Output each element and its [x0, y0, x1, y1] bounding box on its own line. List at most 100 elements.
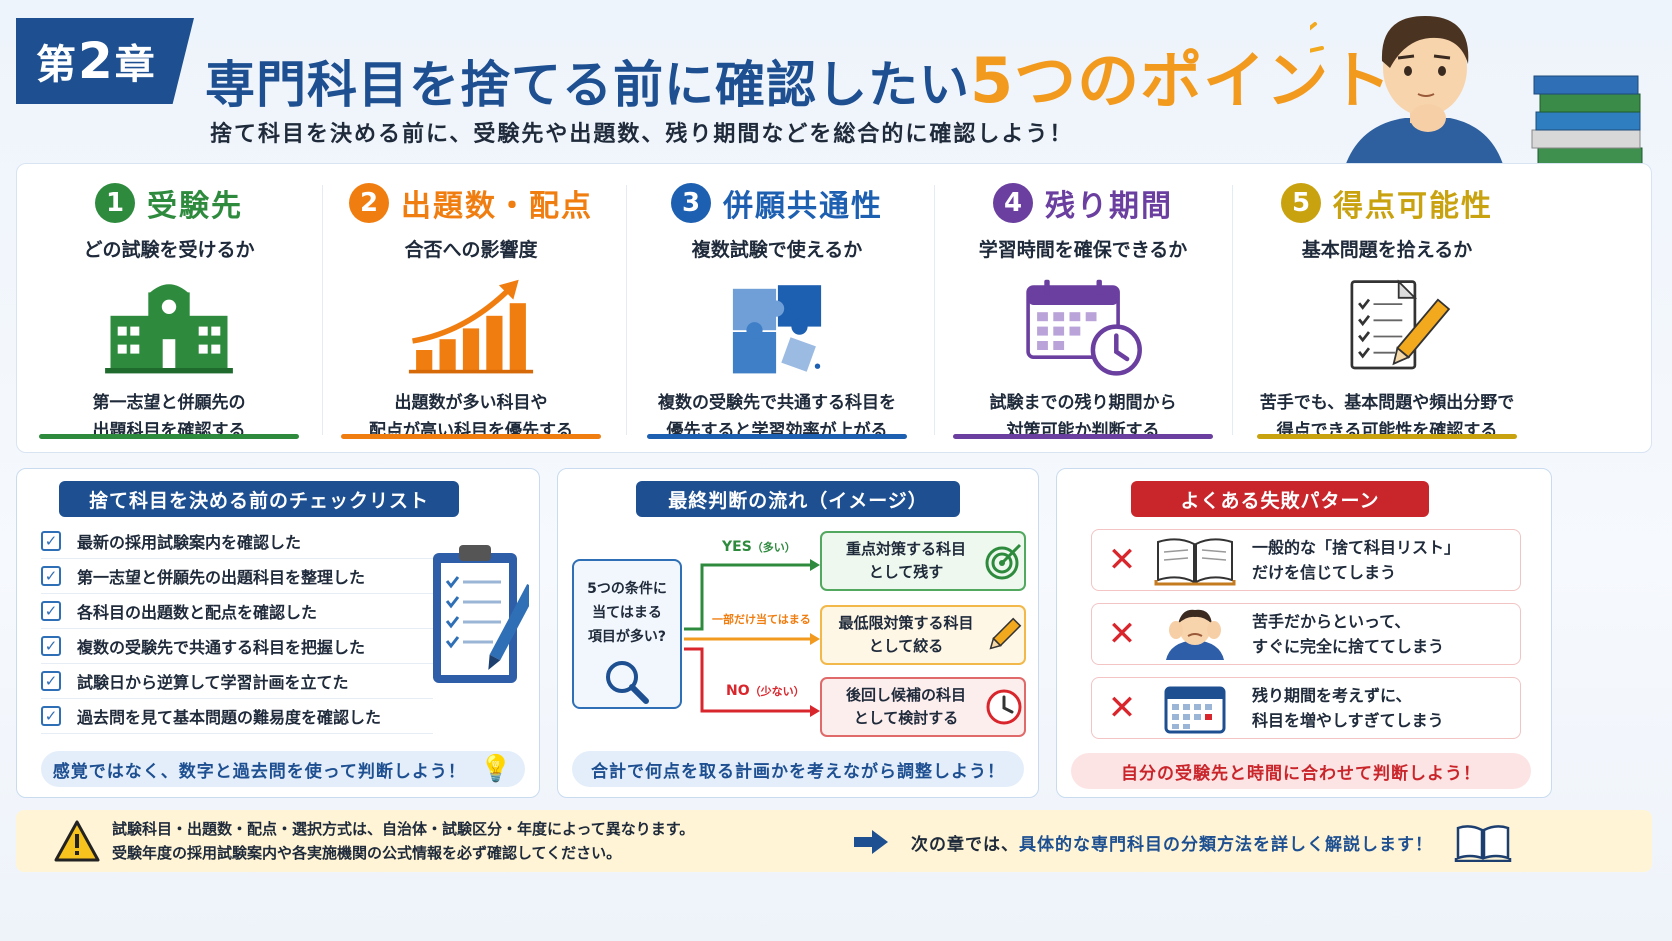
mistake-text: 苦手だからといって、 すぐに完全に捨ててしまう [1252, 609, 1444, 659]
next-emphasis: 具体的な専門科目の分類方法を詳しく解説します！ [1019, 835, 1433, 855]
checklist-item[interactable]: ✓ 最新の採用試験案内を確認した [41, 524, 433, 559]
no-text: NO [726, 683, 750, 699]
divider [626, 185, 627, 435]
mistake-line: だけを信じてしまう [1252, 563, 1397, 582]
checklist-item[interactable]: ✓ 第一志望と併願先の出題科目を整理した [41, 559, 433, 594]
mistakes-tip: 自分の受験先と時間に合わせて判断しよう！ [1071, 753, 1531, 789]
checklist-item-label: 各科目の出題数と配点を確認した [77, 603, 318, 622]
mistake-line: 苦手だからといって、 [1252, 612, 1411, 631]
mistake-text: 一般的な「捨て科目リスト」 だけを信じてしまう [1252, 535, 1460, 585]
book-icon [1454, 825, 1512, 862]
mistake-line: すぐに完全に捨ててしまう [1252, 637, 1445, 656]
checklist-tip: 感覚ではなく、数字と過去問を使って判断しよう！ 💡 [41, 751, 525, 787]
flow-result-line: として残す [868, 563, 944, 581]
desc-line: 優先すると学習効率が上がる [666, 421, 888, 441]
point-card-2: 2 出題数・配点 合否への影響度 出題数が多い科目や 配点が高い科目を優先する [316, 175, 626, 445]
clipboard-icon [433, 545, 529, 683]
point-header: 2 出題数・配点 [349, 180, 593, 225]
school-building-icon [105, 284, 233, 374]
desc-line: 複数の受験先で共通する科目を [658, 393, 896, 413]
calendar-clock-icon [1026, 279, 1142, 376]
checklist-pencil-icon [1350, 279, 1451, 370]
desc-line: 対策可能か判断する [1006, 421, 1160, 441]
cross-mark-icon: ✕ [1107, 688, 1137, 728]
checklist-item[interactable]: ✓ 各科目の出題数と配点を確認した [41, 594, 433, 629]
flow-panel: 最終判断の流れ（イメージ） 5つの条件に 当てはまる 項目が多い? YES（多い… [557, 468, 1039, 798]
point-underline [39, 434, 299, 439]
checklist-item-label: 過去問を見て基本問題の難易度を確認した [77, 708, 382, 727]
flow-no-label: NO（少ない） [726, 683, 805, 699]
divider [322, 185, 323, 435]
checkbox-checked-icon[interactable]: ✓ [41, 566, 61, 586]
mistake-line: 科目を増やしすぎてしまう [1252, 711, 1444, 730]
flow-tip: 合計で何点を取る計画かを考えながら調整しよう！ [572, 751, 1024, 787]
flow-arrows [684, 559, 820, 717]
clock-icon [986, 689, 1022, 725]
warning-icon [54, 820, 100, 862]
mistake-text: 残り期間を考えずに、 科目を増やしすぎてしまう [1252, 683, 1444, 733]
checkbox-checked-icon[interactable]: ✓ [41, 671, 61, 691]
cross-mark-icon: ✕ [1107, 540, 1137, 580]
desc-line: 出題科目を確認する [92, 421, 246, 441]
point-title: 得点可能性 [1333, 188, 1493, 224]
point-number-badge: 2 [349, 182, 389, 223]
point-card-4: 4 残り期間 学習時間を確保できるか 試験までの残り期間から 対策可能か判断する [928, 175, 1238, 445]
title-main: 専門科目を捨てる前に確認したい [205, 56, 970, 114]
cross-mark-icon: ✕ [1107, 614, 1137, 654]
checklist-item-label: 試験日から逆算して学習計画を立てた [77, 673, 349, 692]
title-highlight: 5つのポイント [970, 44, 1393, 117]
desc-line: 苦手でも、基本問題や頻出分野で [1259, 393, 1515, 413]
page-subtitle: 捨て科目を決める前に、受験先や出題数、残り期間などを総合的に確認しよう！ [210, 122, 1074, 147]
checkbox-checked-icon[interactable]: ✓ [41, 601, 61, 621]
flow-start-line: 当てはまる [592, 605, 662, 621]
magnifier-icon [606, 661, 649, 704]
point-underline [341, 434, 601, 439]
point-header: 5 得点可能性 [1281, 180, 1493, 225]
arrow-right-icon [854, 830, 888, 854]
point-title: 出題数・配点 [401, 188, 593, 224]
chapter-badge: 第 2 章 [16, 18, 194, 104]
checkbox-checked-icon[interactable]: ✓ [41, 706, 61, 726]
puzzle-icon [732, 285, 822, 374]
point-subtitle: 合否への影響度 [404, 239, 538, 261]
chapter-suffix: 章 [114, 42, 155, 88]
flow-result-line: として絞る [868, 637, 944, 655]
mistake-line: 残り期間を考えずに、 [1252, 686, 1412, 705]
target-icon [985, 543, 1022, 580]
point-number-badge: 3 [671, 182, 711, 223]
point-subtitle: 学習時間を確保できるか [978, 239, 1188, 261]
footer-note-line: 受験年度の採用試験案内や各実施機関の公式情報を必ず確認してください。 [112, 844, 622, 862]
desc-line: 出題数が多い科目や [394, 393, 548, 413]
divider [1232, 185, 1233, 435]
flow-result-minimum: 最低限対策する科目 として絞る [820, 605, 1026, 665]
checklist-item[interactable]: ✓ 試験日から逆算して学習計画を立てた [41, 664, 433, 699]
flow-result-line: 後回し候補の科目 [845, 686, 966, 704]
checklist-item[interactable]: ✓ 複数の受験先で共通する科目を把握した [41, 629, 433, 664]
yes-text: YES [722, 539, 752, 555]
point-title: 併願共通性 [723, 188, 883, 224]
checklist-tip-text: 感覚ではなく、数字と過去問を使って判断しよう！ [52, 761, 466, 782]
point-title: 受験先 [147, 188, 243, 224]
calendar-icon [1164, 686, 1226, 734]
desc-line: 得点できる可能性を確認する [1276, 421, 1498, 441]
point-number-badge: 1 [95, 182, 135, 223]
mistakes-title: よくある失敗パターン [1131, 481, 1429, 517]
footer-banner: 試験科目・出題数・配点・選択方式は、自治体・試験区分・年度によって異なります。 … [16, 810, 1652, 872]
point-header: 1 受験先 [95, 180, 243, 225]
checklist-item[interactable]: ✓ 過去問を見て基本問題の難易度を確認した [41, 699, 433, 734]
next-chapter-link[interactable]: 次の章では、具体的な専門科目の分類方法を詳しく解説します！ [911, 830, 1433, 855]
mistakes-panel: よくある失敗パターン ✕ 一般的な「捨て科目リスト」 だけを信じてしまう ✕ 苦… [1056, 468, 1552, 798]
checkbox-checked-icon[interactable]: ✓ [41, 531, 61, 551]
point-number-badge: 5 [1281, 182, 1321, 223]
checklist-item-label: 最新の採用試験案内を確認した [77, 533, 302, 552]
checklist-item-label: 複数の受験先で共通する科目を把握した [77, 638, 366, 657]
mistake-item: ✕ 残り期間を考えずに、 科目を増やしすぎてしまう [1091, 677, 1521, 739]
flow-result-line: 重点対策する科目 [845, 540, 966, 558]
growth-chart-icon [408, 279, 534, 374]
page-title: 専門科目を捨てる前に確認したい5つのポイント [205, 30, 1392, 117]
point-subtitle: どの試験を受けるか [83, 239, 255, 261]
mistake-line: 一般的な「捨て科目リスト」 [1252, 538, 1461, 557]
checkbox-checked-icon[interactable]: ✓ [41, 636, 61, 656]
lightbulb-icon: 💡 [479, 754, 514, 784]
point-subtitle: 複数試験で使えるか [691, 239, 863, 261]
